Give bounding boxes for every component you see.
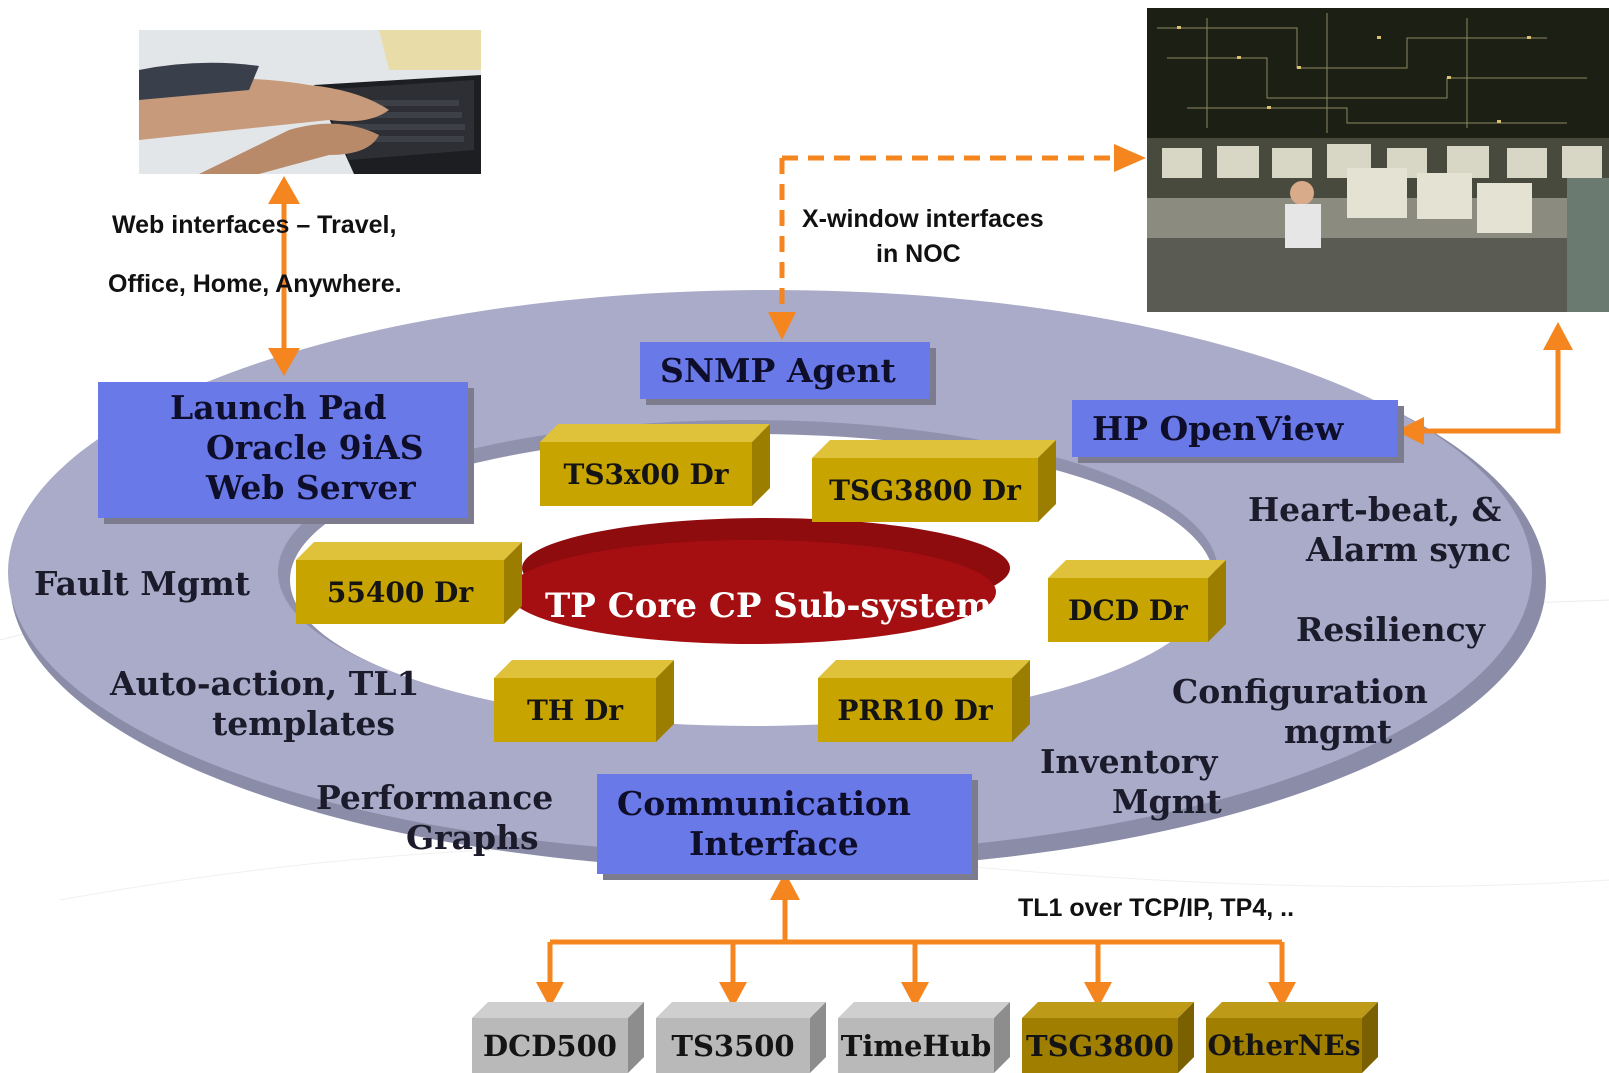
- network-operations-center-photo: [1147, 8, 1609, 312]
- performance-graphs-label-line2: Graphs: [406, 818, 539, 857]
- launch-pad-line3: Web Server: [206, 468, 416, 507]
- ne-bus-arrows: [536, 872, 1296, 1008]
- cube-shape: [494, 660, 674, 742]
- cube-shape: [472, 1002, 644, 1073]
- inventory-mgmt-label: Inventory: [1040, 742, 1218, 781]
- laptop-typing-photo: [139, 30, 481, 174]
- cube-shape: [1022, 1002, 1194, 1073]
- fault-mgmt-label: Fault Mgmt: [34, 564, 251, 603]
- dcd-label: DCD Dr: [1068, 593, 1188, 627]
- core-subsystem-label: TP Core CP Sub-system: [545, 586, 992, 626]
- ne-other-label: OtherNEs: [1207, 1029, 1361, 1062]
- prr10-driver: PRR10 Dr: [818, 660, 1030, 742]
- web-interfaces-note-line2: Office, Home, Anywhere.: [108, 270, 402, 298]
- th-label: TH Dr: [526, 693, 624, 727]
- dcd-driver: DCD Dr: [1048, 560, 1226, 642]
- inventory-mgmt-label-line2: Mgmt: [1112, 782, 1222, 821]
- communication-line2: Interface: [689, 824, 859, 863]
- ne-dcd500-label: DCD500: [483, 1028, 617, 1063]
- openview-noc-arrow: [1396, 322, 1573, 445]
- launch-pad-line1: Launch Pad: [170, 388, 387, 427]
- arrow-head: [268, 348, 300, 376]
- communication-line1: Communication: [617, 784, 911, 823]
- configuration-mgmt-label-line2: mgmt: [1284, 712, 1393, 751]
- cube-shape: [1206, 1002, 1378, 1073]
- hp-openview-box: HP OpenView: [1072, 400, 1398, 457]
- xwindow-dashed-arrow: [768, 144, 1146, 340]
- xwindow-note: X-window interfaces: [802, 205, 1044, 233]
- web-interfaces-note: Web interfaces – Travel,: [112, 211, 397, 239]
- cube-shape: [296, 542, 522, 624]
- heartbeat-label: Heart-beat, &: [1248, 490, 1502, 529]
- heartbeat-label-line2: Alarm sync: [1306, 530, 1512, 569]
- d55400-label: 55400 Dr: [326, 575, 474, 609]
- ts3x00-driver: TS3x00 Dr: [540, 424, 770, 506]
- ne-dcd500: DCD500: [472, 1002, 644, 1073]
- cube-shape: [812, 440, 1056, 522]
- tl1-transport-note: TL1 over TCP/IP, TP4, ..: [1018, 894, 1295, 922]
- resiliency-label: Resiliency: [1296, 610, 1485, 649]
- hp-openview-label: HP OpenView: [1092, 409, 1344, 448]
- th-driver: TH Dr: [494, 660, 674, 742]
- ne-tsg3800-label: TSG3800: [1025, 1028, 1174, 1063]
- communication-interface-box: Communication Interface: [597, 774, 972, 874]
- launch-pad-box: Launch Pad Oracle 9iAS Web Server: [98, 382, 468, 518]
- performance-graphs-label: Performance: [316, 778, 554, 817]
- launch-pad-line2: Oracle 9iAS: [206, 428, 424, 467]
- cube-shape: [1048, 560, 1226, 642]
- prr10-label: PRR10 Dr: [837, 693, 993, 727]
- tsg3800-driver: TSG3800 Dr: [812, 440, 1056, 522]
- ne-timehub: TimeHub: [838, 1002, 1010, 1073]
- cube-shape: [818, 660, 1030, 742]
- cube-shape: [656, 1002, 826, 1073]
- tsg3800-label: TSG3800 Dr: [829, 473, 1021, 507]
- ts3x00-label: TS3x00 Dr: [563, 457, 729, 491]
- core-ellipse: [508, 518, 1010, 644]
- ne-timehub-label: TimeHub: [840, 1028, 992, 1063]
- cube-shape: [540, 424, 770, 506]
- ne-ts3500: TS3500: [656, 1002, 826, 1073]
- ne-tsg3800: TSG3800: [1022, 1002, 1194, 1073]
- configuration-mgmt-label: Configuration: [1172, 672, 1428, 711]
- auto-action-label-line2: templates: [212, 704, 395, 743]
- ne-ts3500-label: TS3500: [671, 1028, 795, 1063]
- auto-action-label: Auto-action, TL1: [110, 664, 420, 703]
- arrow-head: [268, 176, 300, 204]
- cube-shape: [838, 1002, 1010, 1073]
- ne-other: OtherNEs: [1206, 1002, 1378, 1073]
- d55400-driver: 55400 Dr: [296, 542, 522, 624]
- snmp-agent-label: SNMP Agent: [660, 351, 896, 390]
- xwindow-note-line2: in NOC: [876, 240, 961, 268]
- snmp-agent-box: SNMP Agent: [640, 342, 930, 399]
